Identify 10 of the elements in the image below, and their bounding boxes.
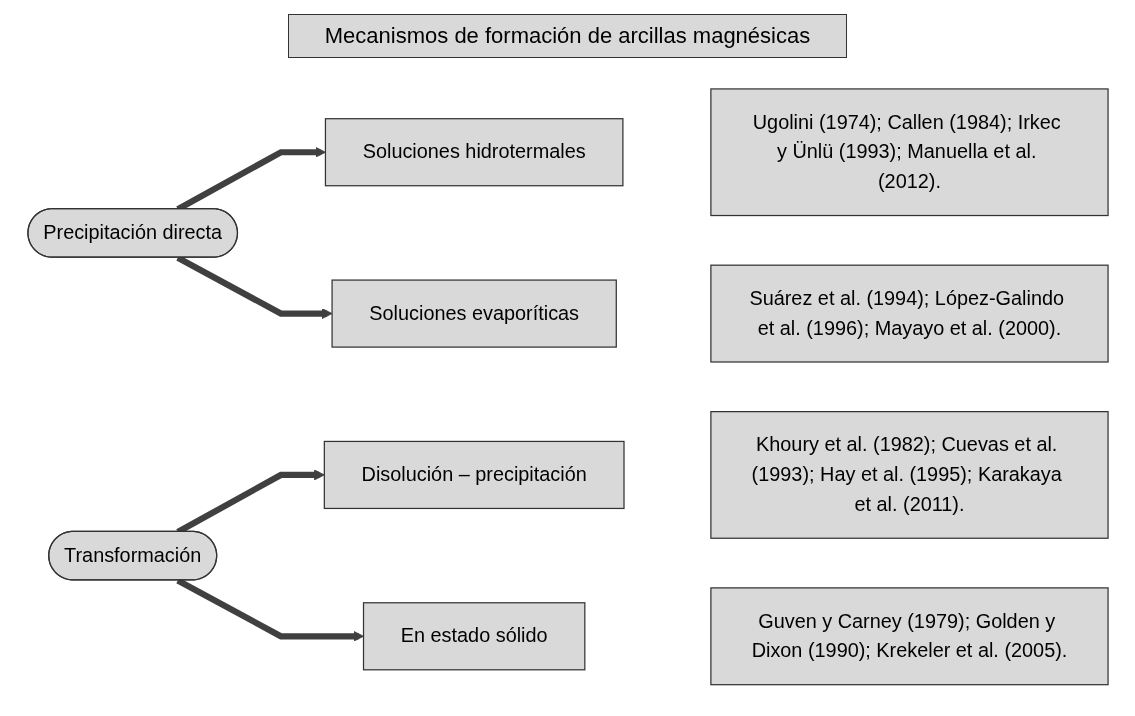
node-box: Guven y Carney (1979); Golden y Dixon (1990); Krekeler et al. (2005). <box>709 587 1109 686</box>
node-box: En estado sólido <box>362 602 585 671</box>
title-box: Mecanismos de formación de arcillas magnésicas <box>287 14 848 58</box>
node-box: Soluciones evaporíticas <box>330 279 617 348</box>
node-box: Suárez et al. (1994); López-Galindo et al. (1996); Mayayo et al. (2000). <box>709 264 1109 363</box>
node-box: Soluciones hidrotermales <box>324 118 623 187</box>
node-box: Ugolini (1974); Callen (1984); Irkec y Ünlü (1993); Manuella et al. (2012). <box>709 88 1109 217</box>
node-box: Disolución – precipitación <box>323 441 625 510</box>
arrow <box>175 577 364 642</box>
node-box: Khoury et al. (1982); Cuevas et al. (1993); Hay et al. (1995); Karakaya et al. (2011). <box>709 411 1109 540</box>
